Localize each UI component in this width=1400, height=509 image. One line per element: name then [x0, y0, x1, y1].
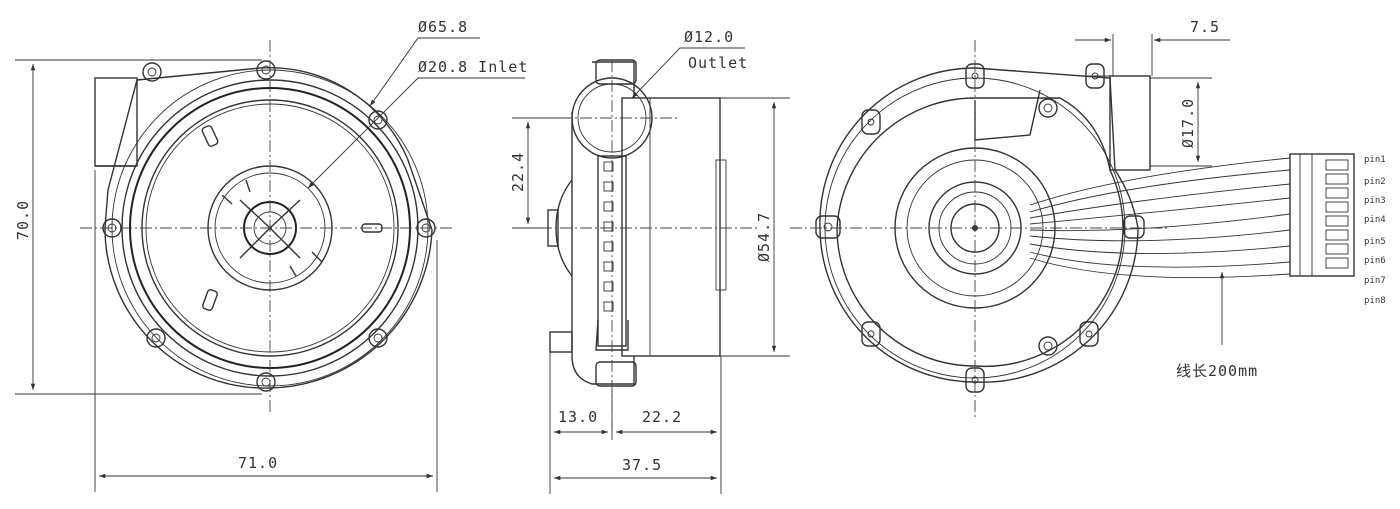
- dim-width: 71.0: [238, 454, 278, 472]
- dim-depth-front: 13.0: [558, 408, 598, 426]
- rear-outlet-stub: [1109, 75, 1151, 171]
- pin-label: pin8: [1364, 296, 1386, 306]
- dim-outer-diameter: Ø65.8: [418, 18, 468, 36]
- dim-inlet-diameter: Ø20.8 Inlet: [418, 58, 528, 76]
- dim-body-diameter: Ø54.7: [755, 212, 773, 262]
- dim-depth-rear: 22.2: [642, 408, 682, 426]
- pin-label: pin2: [1364, 177, 1386, 187]
- pin-label: pin5: [1364, 237, 1386, 247]
- dim-outlet-offset: 22.4: [509, 152, 527, 192]
- cable-bundle: [1029, 157, 1291, 279]
- side-view: Ø12.0 Outlet 22.4 Ø54.7 13.0 22.2 37.5: [509, 28, 790, 494]
- pin-label: pin6: [1364, 256, 1386, 266]
- rear-view: pin1 pin2 pin3 pin4 pin5 pin6 pin7 pin8 …: [790, 18, 1386, 420]
- pin-labels: pin1 pin2 pin3 pin4 pin5 pin6 pin7 pin8: [1364, 155, 1386, 306]
- dim-outlet-diameter: Ø12.0: [684, 28, 734, 46]
- dim-height: 70.0: [14, 200, 32, 240]
- pin-label: pin7: [1364, 276, 1386, 286]
- cable-length-label: 线长200mm: [1176, 362, 1258, 380]
- pin-label: pin3: [1364, 196, 1386, 206]
- rear-connector: [1289, 153, 1355, 277]
- dim-depth-total: 37.5: [622, 456, 662, 474]
- pin-label: pin4: [1364, 215, 1386, 225]
- front-view: 70.0 71.0 Ø65.8 Ø20.8 Inlet: [14, 18, 528, 492]
- outlet-label: Outlet: [688, 54, 748, 72]
- side-body: [621, 97, 721, 357]
- rear-housing: [819, 67, 1139, 383]
- dim-rear-outlet-offset: 7.5: [1190, 18, 1220, 36]
- pin-label: pin1: [1364, 155, 1386, 165]
- dim-rear-outlet-height: Ø17.0: [1179, 98, 1197, 148]
